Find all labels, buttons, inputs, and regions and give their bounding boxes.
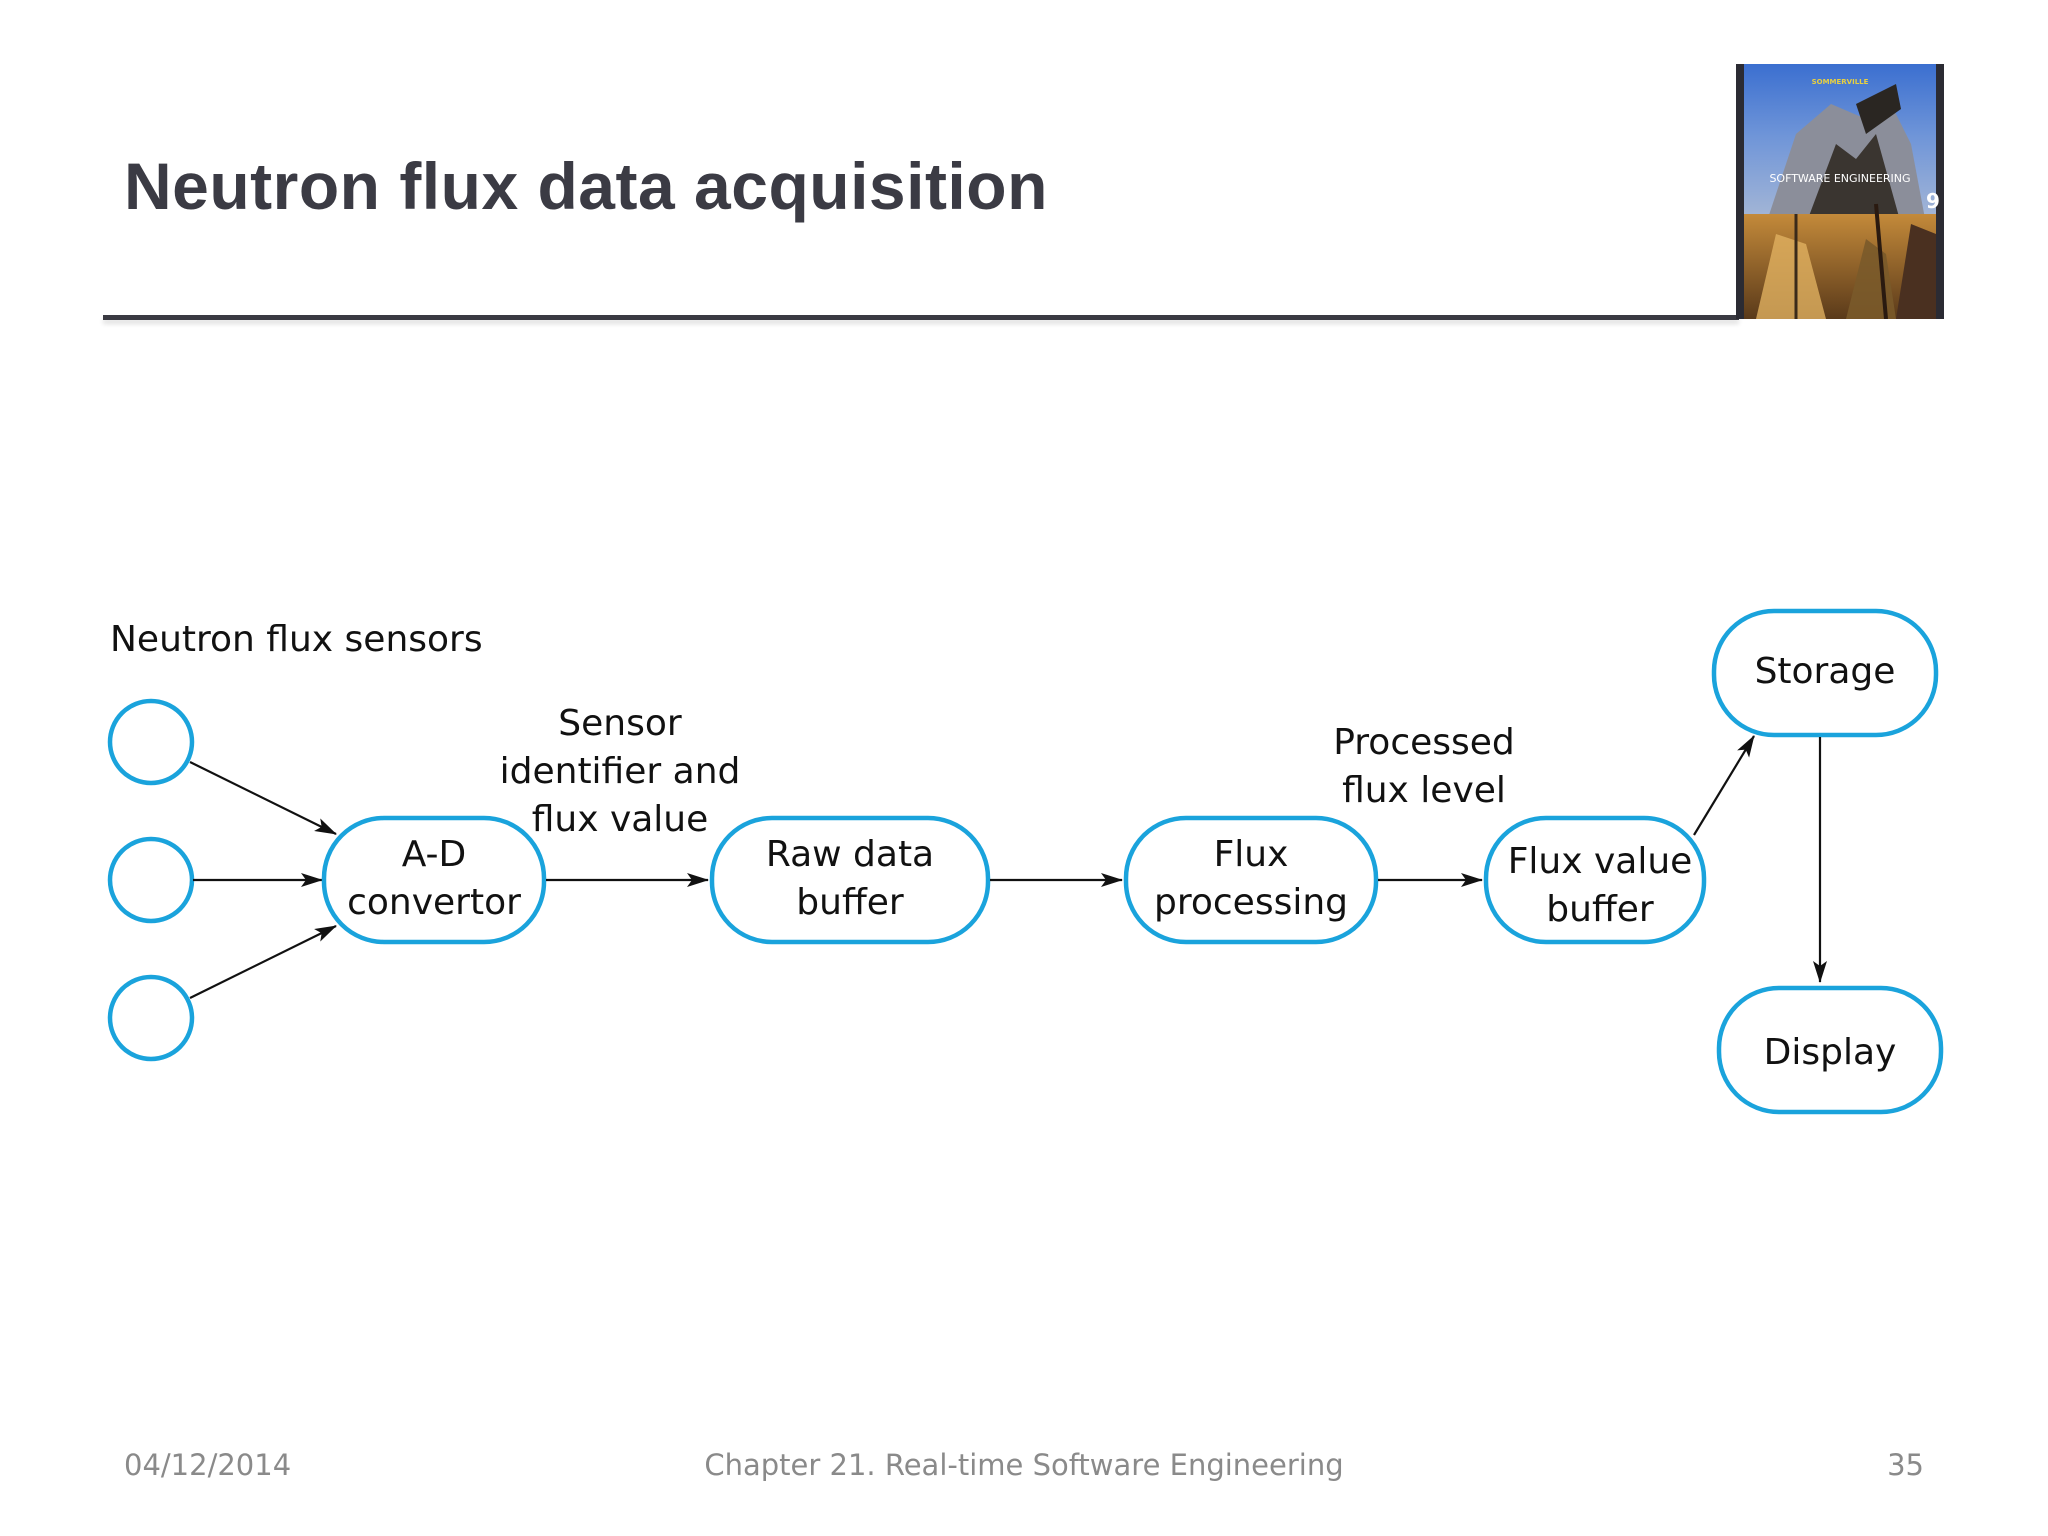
- slide-title: Neutron flux data acquisition: [124, 149, 1048, 223]
- cover-edition: 9: [1926, 189, 1940, 213]
- node-fvb-label-line1: Flux value: [1508, 841, 1693, 882]
- node-ad-convertor: A-D convertor: [321, 815, 547, 945]
- node-storage-shape: [1711, 608, 1939, 738]
- footer-page-number: 35: [1887, 1448, 1924, 1482]
- node-display-shape: [1716, 985, 1944, 1115]
- footer-chapter: Chapter 21. Real-time Software Engineeri…: [704, 1448, 1344, 1482]
- title-divider: [103, 315, 1739, 320]
- edge-label-flux-fvb-line1: Processed: [1333, 722, 1515, 763]
- node-raw-data-buffer: Raw data buffer: [709, 815, 991, 945]
- node-ad-shape: [321, 815, 547, 945]
- edge-label-ad-raw-line3: flux value: [532, 799, 709, 840]
- node-raw-shape: [709, 815, 991, 945]
- node-flux-processing: Flux processing: [1123, 815, 1379, 945]
- node-ad-label-line1: A-D: [402, 834, 467, 875]
- node-fvb-label-line2: buffer: [1546, 889, 1654, 930]
- cover-title: SOFTWARE ENGINEERING: [1769, 172, 1910, 185]
- node-flux-label-line2: processing: [1154, 882, 1348, 923]
- cover-publisher: SOMMERVILLE: [1812, 78, 1869, 86]
- footer-date: 04/12/2014: [124, 1448, 292, 1482]
- node-storage-label: Storage: [1755, 651, 1896, 692]
- node-ad-label-line2: convertor: [347, 882, 521, 923]
- node-display: Display: [1716, 985, 1944, 1115]
- node-flux-shape: [1123, 815, 1379, 945]
- sensor-circle-2: [107, 836, 195, 924]
- node-raw-label-line1: Raw data: [766, 834, 934, 875]
- edge-label-ad-raw-line2: identifier and: [500, 751, 741, 792]
- node-fvb-shape: [1483, 815, 1707, 945]
- arrow-fvb-to-storage: [1693, 735, 1755, 836]
- book-cover-art: SOMMERVILLE SOFTWARE ENGINEERING 9: [1736, 64, 1944, 319]
- node-flux-label-line1: Flux: [1214, 834, 1289, 875]
- edge-label-ad-raw-line1: Sensor: [558, 703, 682, 744]
- node-raw-label-line2: buffer: [796, 882, 904, 923]
- node-flux-value-buffer: Flux value buffer: [1483, 815, 1707, 945]
- arrow-sensor1-to-ad: [189, 761, 337, 835]
- arrow-sensor3-to-ad: [189, 925, 337, 999]
- edge-label-flux-fvb-line2: flux level: [1342, 770, 1506, 811]
- sensor-group-label: Neutron flux sensors: [110, 619, 483, 660]
- book-cover-image: SOMMERVILLE SOFTWARE ENGINEERING 9: [1736, 64, 1944, 319]
- sensor-circle-1: [107, 698, 195, 786]
- node-storage: Storage: [1711, 608, 1939, 738]
- sensor-circle-3: [107, 974, 195, 1062]
- node-display-label: Display: [1764, 1032, 1897, 1073]
